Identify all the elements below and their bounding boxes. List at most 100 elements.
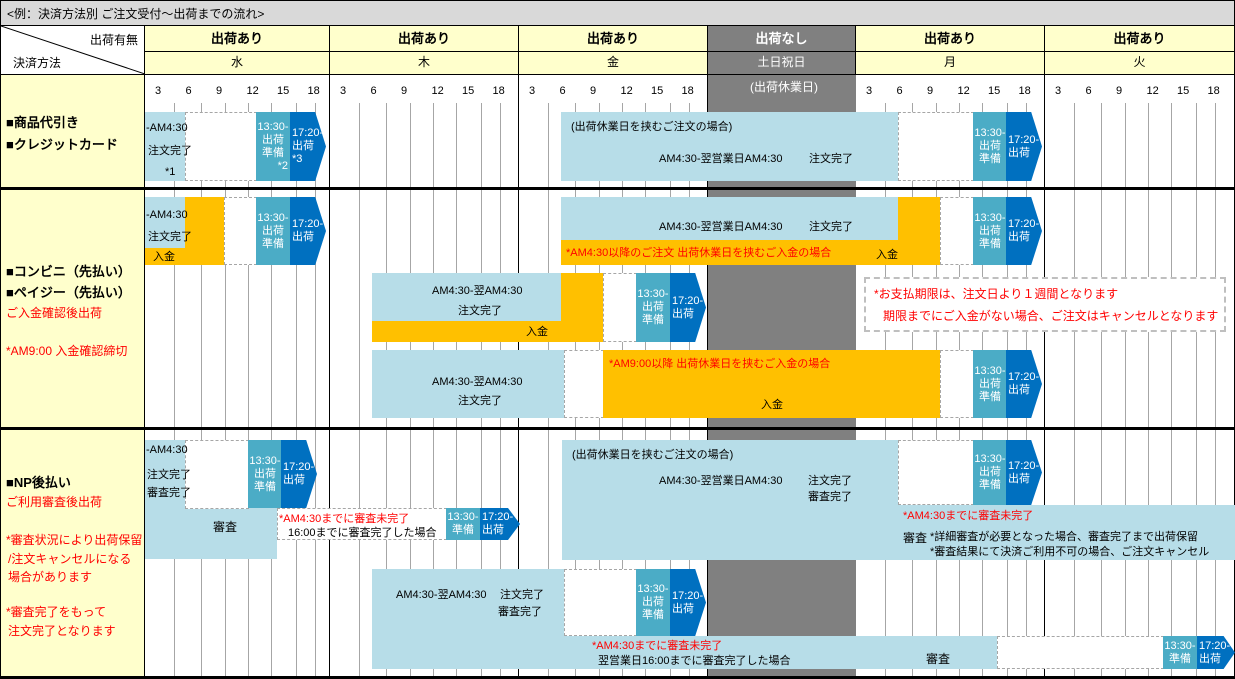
- gridline: [271, 103, 272, 677]
- hour-label: 9: [216, 85, 223, 97]
- ship-arrow: 17:20-出荷: [1006, 350, 1042, 418]
- method-column: [0, 75, 145, 679]
- ship-arrow: 17:20-出荷: [290, 197, 326, 265]
- day-label-0: 水: [145, 52, 330, 75]
- prep-block: 13:30-準備: [1163, 636, 1197, 669]
- day-label-2: 金: [519, 52, 708, 75]
- gridline: [201, 103, 202, 677]
- hour-label: 6: [559, 85, 566, 97]
- hour-label: 12: [1146, 85, 1159, 97]
- order-window: -AM4:30 注文完了 *1: [145, 112, 192, 181]
- hour-label: 3: [529, 85, 536, 97]
- day-label-5: 火: [1045, 52, 1235, 75]
- prep-block: 13:30-出荷準備: [973, 112, 1007, 181]
- ship-status-0: 出荷あり: [145, 26, 330, 52]
- audit-window: 審査: [145, 508, 277, 559]
- gridline: [315, 103, 316, 677]
- hour-label: 15: [988, 85, 1001, 97]
- payment-window: *AM9:00以降 出荷休業日を挟むご入金の場合入金: [603, 350, 940, 418]
- day-label-3: 土日祝日: [708, 52, 856, 75]
- ship-arrow: 17:20-出荷: [670, 569, 706, 636]
- prep-block: 13:30-出荷準備: [256, 197, 290, 265]
- hour-label: 15: [462, 85, 475, 97]
- day-label-1: 木: [330, 52, 519, 75]
- hour-label: 9: [590, 85, 597, 97]
- gridline: [1101, 103, 1102, 677]
- hour-label: 18: [492, 85, 505, 97]
- prep-block: 13:30-出荷準備: [636, 273, 670, 342]
- audit-window: *AM4:30までに審査未完了翌営業日16:00までに審査完了した場合審査: [372, 636, 997, 669]
- hour-label: 15: [1177, 85, 1190, 97]
- ship-arrow: 17:20-出荷: [1197, 636, 1235, 669]
- prep-block: 13:30-出荷準備: [973, 440, 1007, 505]
- method-np: ■NP後払い: [6, 475, 71, 490]
- gridline: [1125, 103, 1126, 677]
- hour-label: 6: [185, 85, 192, 97]
- hour-label: 15: [651, 85, 664, 97]
- hour-label: 9: [927, 85, 934, 97]
- np-note: *審査状況により出荷保留: [6, 533, 143, 547]
- hour-label: 12: [431, 85, 444, 97]
- np-note: *審査完了をもって: [6, 605, 107, 619]
- hour-label: 6: [1085, 85, 1092, 97]
- method-note: ご利用審査後出荷: [6, 495, 103, 509]
- gridline: [1148, 103, 1149, 677]
- gridline: [225, 103, 226, 677]
- np-note: 場合があります: [8, 570, 93, 584]
- order-window-holiday: (出荷休業日を挟むご注文の場合) AM4:30-翌営業日AM4:30 注文完了: [561, 112, 898, 181]
- hour-label: 12: [246, 85, 259, 97]
- method-convenience: ■コンビニ（先払い）: [6, 264, 131, 279]
- prep-block: 13:30-出荷準備*2: [256, 112, 290, 181]
- hour-label: 3: [1055, 85, 1062, 97]
- ship-status-3: 出荷なし: [708, 26, 856, 52]
- hour-label: 12: [957, 85, 970, 97]
- hour-label: 9: [1116, 85, 1123, 97]
- gridline: [1074, 103, 1075, 677]
- hour-label: 3: [340, 85, 347, 97]
- ship-arrow: 17:20-出荷*3: [290, 112, 326, 181]
- ship-arrow: 17:20-出荷: [1006, 112, 1042, 181]
- corner-header: 出荷有無 決済方法: [0, 26, 145, 75]
- hour-label: 18: [1207, 85, 1220, 97]
- ship-arrow: 17:20-出荷: [670, 273, 706, 342]
- hour-label: 3: [155, 85, 162, 97]
- np-note: 注文完了となります: [8, 624, 116, 638]
- ship-arrow: 17:20-出荷: [1006, 440, 1042, 505]
- hour-label: 18: [681, 85, 694, 97]
- ship-arrow: 17:20-出荷: [1006, 197, 1042, 265]
- hour-label: 18: [1018, 85, 1031, 97]
- hour-label: 15: [277, 85, 290, 97]
- holiday-note: (出荷休業日): [750, 80, 818, 94]
- hour-label: 18: [307, 85, 320, 97]
- hour-label: 12: [620, 85, 633, 97]
- prep-block: 13:30-出荷準備: [973, 350, 1007, 418]
- gridline: [1171, 103, 1172, 677]
- ship-status-5: 出荷あり: [1045, 26, 1235, 52]
- gridline: [174, 103, 175, 677]
- day-divider: [329, 75, 330, 679]
- ship-arrow: 17:20-出荷: [480, 508, 520, 540]
- gridline: [1196, 103, 1197, 677]
- prep-block: 13:30-準備: [446, 508, 480, 540]
- hour-label: 6: [370, 85, 377, 97]
- hour-label: 3: [866, 85, 873, 97]
- method-payeasy: ■ペイジー（先払い）: [6, 285, 131, 300]
- method-deadline: *AM9:00 入金確認締切: [6, 344, 128, 358]
- method-cod: ■商品代引き: [6, 115, 79, 130]
- payment-method-label: 決済方法: [13, 56, 62, 70]
- ship-status-1: 出荷あり: [330, 26, 519, 52]
- audit-window: *AM4:30までに審査未完了 審査 *詳細審査が必要となった場合、審査完了まで…: [562, 505, 1235, 560]
- day-label-4: 月: [856, 52, 1045, 75]
- ship-arrow: 17:20-出荷: [281, 440, 317, 508]
- method-credit-card: ■クレジットカード: [6, 137, 118, 152]
- ship-status-label: 出荷有無: [89, 33, 138, 47]
- ship-status-2: 出荷あり: [519, 26, 708, 52]
- method-note: ご入金確認後出荷: [6, 306, 103, 320]
- payment-deadline-note: *お支払期限は、注文日より１週間となります 期限までにご入金がない場合、ご注文は…: [864, 277, 1226, 332]
